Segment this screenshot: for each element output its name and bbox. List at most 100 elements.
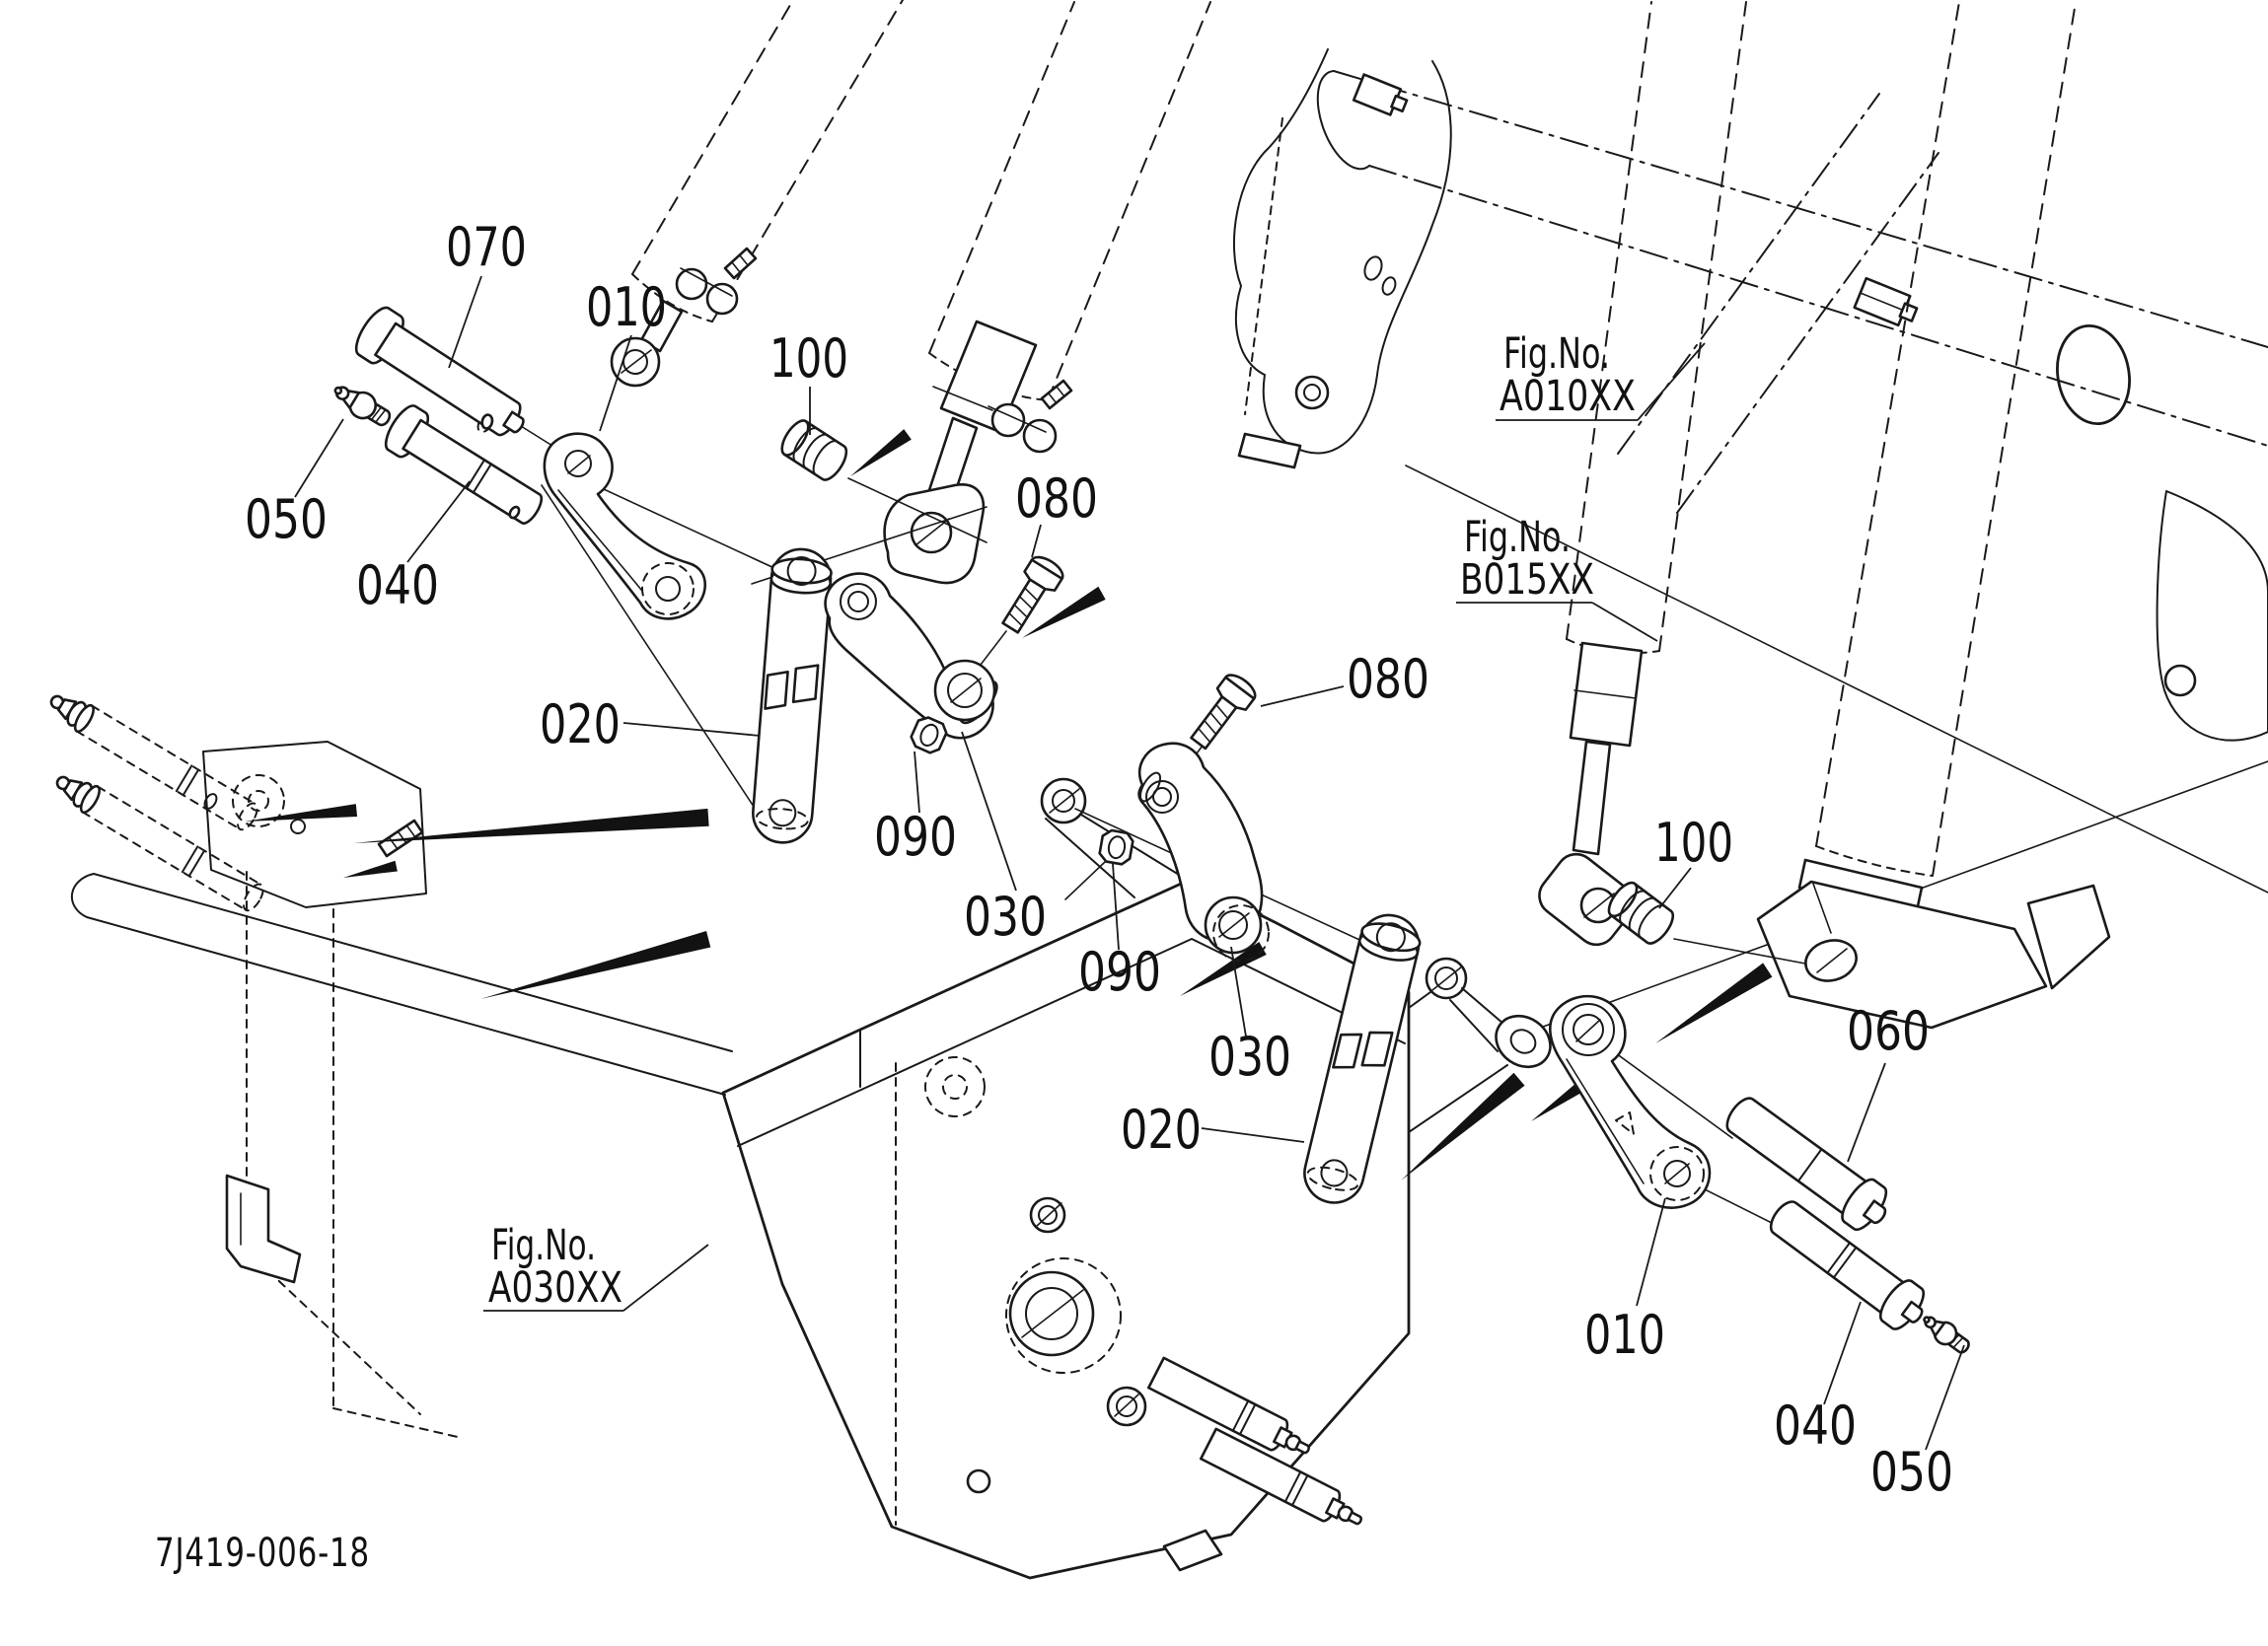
cylinder-gland xyxy=(939,320,1038,434)
cylinder-rod xyxy=(1572,740,1612,856)
bracket-hidden-bore xyxy=(232,774,285,827)
link-030-left xyxy=(824,572,998,740)
part-callout-080-top: 080 xyxy=(1015,467,1098,530)
plate-hole xyxy=(2163,664,2197,697)
link-plate-020-right xyxy=(1303,913,1422,1204)
cross-tube-edge xyxy=(1333,70,2268,348)
plate-eye xyxy=(768,799,797,827)
fig-ref-code: A030XX xyxy=(488,1263,622,1313)
link-eye xyxy=(847,591,869,612)
hose-clamp xyxy=(1352,73,1409,116)
part-callout-010-bottom: 010 xyxy=(1584,1304,1665,1366)
direction-arrow xyxy=(353,808,709,843)
direction-arrow xyxy=(480,931,711,999)
plate-slot xyxy=(791,664,820,704)
direction-arrow xyxy=(1655,963,1773,1043)
bracket-stud xyxy=(377,819,424,858)
pin-040-bottom xyxy=(1769,1200,1926,1330)
frame-beam xyxy=(70,873,733,1096)
part-callout-100-right: 100 xyxy=(1654,812,1733,874)
leader-lines xyxy=(294,275,1965,1451)
frame-stud-cylinder xyxy=(49,694,258,831)
pivot-bushing-bore xyxy=(1303,384,1321,401)
bolt-080-right xyxy=(1190,674,1257,751)
bore-tick-marks xyxy=(567,349,1848,1417)
clamp-knob xyxy=(705,282,739,316)
plate-hole xyxy=(1363,255,1383,281)
link-030-right xyxy=(1137,742,1270,962)
drawing-number: 7J419-006-18 xyxy=(155,1531,370,1576)
part-callout-020-right: 020 xyxy=(1121,1099,1202,1161)
lift-cylinder-center xyxy=(883,1,1211,585)
cylinder-clevis-bracket xyxy=(1756,880,2048,1030)
boom-arm-edge xyxy=(1617,93,1880,455)
frame-stud-cylinder xyxy=(55,775,264,912)
part-callout-060: 060 xyxy=(1847,1000,1930,1062)
direction-arrow xyxy=(1022,586,1106,638)
part-callout-020-left: 020 xyxy=(540,693,621,755)
clamp-knob xyxy=(675,267,708,301)
frame-tab xyxy=(1162,1529,1223,1572)
link-eye xyxy=(564,450,592,477)
plate-hole xyxy=(1381,276,1397,296)
part-callout-050-bottom: 050 xyxy=(1870,1441,1953,1503)
pin-070 xyxy=(354,306,525,437)
fig-reference-a010xx: Fig.No. A010XX xyxy=(1496,329,1638,421)
pivot-bushing xyxy=(1294,375,1330,410)
loader-arm-a010-structure xyxy=(1232,48,2268,514)
frame-stud-cylinder xyxy=(1199,1427,1362,1526)
fig-ref-prefix: Fig.No. xyxy=(1503,329,1610,379)
grease-fitting-050-bottom xyxy=(1923,1316,1970,1354)
arm-plate-outline xyxy=(1232,48,1452,455)
fig-ref-code: B015XX xyxy=(1460,555,1594,605)
grease-fitting-050-left xyxy=(333,386,392,427)
boom-arm-edge xyxy=(1676,152,1939,514)
fig-reference-a030xx: Fig.No. A030XX xyxy=(483,1221,623,1313)
hidden-hinge-bore xyxy=(924,1056,986,1117)
link-010-left xyxy=(543,432,706,620)
direction-arrow xyxy=(1180,941,1267,996)
frame-bracket-boss xyxy=(1495,1014,1552,1069)
nut-090-right xyxy=(1098,828,1134,866)
fig-ref-code: A010XX xyxy=(1500,372,1636,421)
arm-foot-bracket xyxy=(1237,432,1302,469)
arm-plate-hidden-edge xyxy=(1244,117,1283,415)
part-callout-050-left: 050 xyxy=(245,488,328,550)
direction-arrow xyxy=(245,804,358,822)
part-callout-030-left: 030 xyxy=(964,886,1047,948)
frame-foot xyxy=(225,1174,302,1284)
clamp-stud xyxy=(723,247,758,280)
cross-tube-end xyxy=(1316,70,1370,171)
fig-reference-b015xx: Fig.No. B015XX xyxy=(1456,513,1594,605)
clamp-knob xyxy=(1022,418,1058,454)
pin-060 xyxy=(1725,1097,1888,1232)
bolt-080-left xyxy=(1001,555,1064,634)
part-callout-090-right: 090 xyxy=(1078,941,1161,1003)
plate-slot xyxy=(764,670,789,710)
cross-tube-edge xyxy=(1368,165,2268,447)
plate-slot xyxy=(1332,1033,1363,1069)
link-plate-020-left xyxy=(752,547,833,844)
link-eye xyxy=(1663,1160,1691,1187)
assembly-arrows xyxy=(245,429,1773,1181)
fig-ref-prefix: Fig.No. xyxy=(491,1221,596,1270)
pin-040-left xyxy=(384,404,544,525)
direction-arrow xyxy=(343,860,398,878)
plate-eye xyxy=(1320,1159,1349,1187)
plate-eye xyxy=(786,556,817,587)
plate-eye xyxy=(1375,922,1406,953)
tube-bore xyxy=(2056,323,2131,426)
parts xyxy=(333,306,1970,1354)
link-eye xyxy=(655,576,681,602)
labels: 070 010 100 080 050 040 020 090 030 080 … xyxy=(155,216,1953,1576)
link-010-bottom xyxy=(1549,994,1712,1209)
part-callout-100-top: 100 xyxy=(769,327,848,390)
part-callout-070: 070 xyxy=(446,216,527,278)
frame-stud-cylinder xyxy=(1146,1356,1310,1455)
frame-plate-outline xyxy=(721,878,1411,1580)
frame-hole xyxy=(966,1468,991,1494)
boom-lower-edge xyxy=(1405,465,2268,894)
direction-arrow xyxy=(850,429,912,476)
